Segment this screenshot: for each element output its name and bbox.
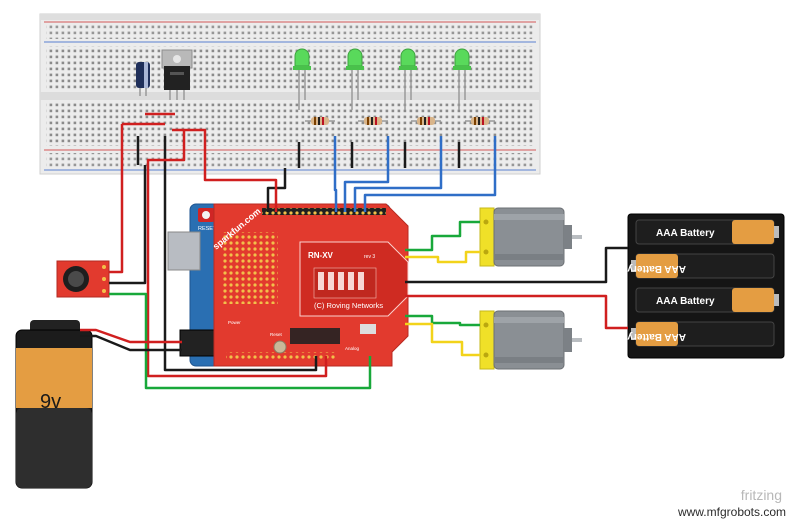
site-watermark: www.mfgrobots.com — [677, 505, 786, 519]
aaa-cell-1 — [635, 219, 779, 245]
battery-9v-label: 9v — [40, 391, 61, 413]
wires — [80, 124, 628, 390]
resistor-3 — [411, 117, 441, 125]
aaa-battery-pack: AAA Battery AAA Battery AAA Battery AAA … — [627, 213, 785, 359]
microphone-module — [56, 260, 110, 298]
wire-red-header — [200, 128, 278, 212]
module-rev: rev 3 — [364, 254, 375, 260]
aaa-cell-4-label: AAA Battery — [627, 331, 686, 342]
wire-red-9v — [80, 328, 182, 344]
aaa-cell-3 — [635, 287, 779, 313]
wire-black-9v — [80, 334, 182, 352]
wire-black-mic — [109, 165, 147, 285]
wire-black-power — [163, 165, 318, 372]
wifi-shield: sparkfun.com RN-XV rev 3 (C) Roving Netw… — [211, 203, 409, 367]
voltage-regulator — [161, 49, 193, 100]
wire-red-mic — [109, 124, 124, 274]
led-2 — [346, 48, 364, 110]
breadboard — [39, 13, 541, 175]
shield-label-reset: Reset — [270, 332, 283, 337]
battery-9v: 9v — [15, 320, 93, 489]
shield-label-power: Power — [228, 320, 241, 325]
wire-yellow-motor-bottom — [405, 322, 480, 357]
fritzing-watermark: fritzing — [741, 487, 782, 503]
wire-blue-3 — [353, 136, 443, 212]
arduino-reset-label: RESET — [198, 226, 217, 232]
wire-green-motor-top — [405, 220, 480, 252]
aaa-cell-3-label: AAA Battery — [656, 296, 715, 307]
module-name: RN-XV — [308, 251, 334, 260]
aaa-cell-1-label: AAA Battery — [656, 228, 715, 239]
led-1 — [293, 48, 311, 110]
wire-black-aaa — [405, 246, 628, 284]
aaa-cell-2-label: AAA Battery — [627, 263, 686, 274]
wire-blue-1 — [333, 136, 338, 212]
led-4 — [453, 48, 471, 110]
wire-blue-2 — [343, 136, 390, 212]
motor-top — [479, 207, 582, 267]
wire-red-aaa — [405, 294, 628, 330]
wire-green-motor-bottom — [405, 314, 480, 327]
capacitor — [136, 62, 150, 96]
motor-bottom — [479, 310, 582, 370]
shield-label-analog: Analog — [345, 346, 360, 351]
resistor-2 — [358, 117, 388, 125]
wire-red-power — [146, 130, 328, 378]
aaa-cell-2 — [631, 253, 775, 279]
resistor-1 — [305, 117, 335, 125]
led-3 — [399, 48, 417, 110]
wire-blue-4 — [363, 136, 497, 212]
resistor-4 — [465, 117, 495, 125]
module-copyright: (C) Roving Networks — [314, 301, 383, 310]
aaa-cell-4 — [631, 321, 775, 347]
wire-green-mic — [109, 292, 372, 390]
breadboard-jumpers — [122, 112, 461, 168]
wire-yellow-motor-top — [405, 250, 480, 264]
